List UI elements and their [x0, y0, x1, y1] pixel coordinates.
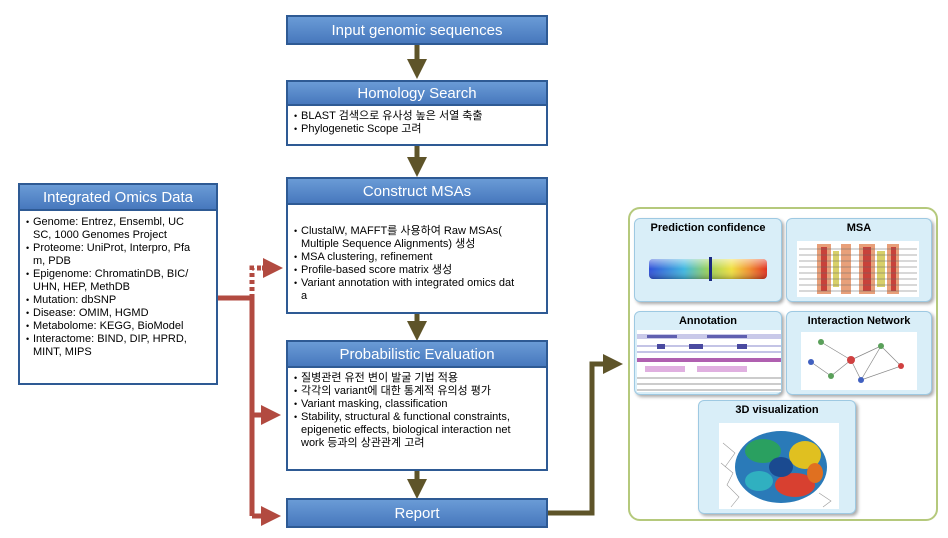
omics-header: Integrated Omics Data — [18, 183, 218, 211]
interaction-network-thumbnail — [801, 332, 917, 390]
probabilistic-evaluation-body: 질병관련 유전 변이 발굴 기법 적용 각각의 variant에 대한 통계적 … — [286, 368, 548, 471]
omics-item: Genome: Entrez, Ensembl, UC SC, 1000 Gen… — [26, 216, 210, 242]
homology-search-header: Homology Search — [286, 80, 548, 106]
omics-arrow-msa-dotted — [249, 265, 266, 298]
interaction-network-card: Interaction Network — [786, 311, 932, 395]
msa-output-card: MSA — [786, 218, 932, 302]
prediction-confidence-title: Prediction confidence — [650, 222, 766, 234]
msa-item: Profile-based score matrix 생성 — [294, 264, 540, 277]
report-box: Report — [286, 498, 548, 528]
eval-item: Stability, structural & functional const… — [294, 411, 540, 450]
msa-alignment-thumbnail — [797, 241, 919, 297]
homology-search-body: BLAST 검색으로 유사성 높은 서열 축출 Phylogenetic Sco… — [286, 106, 548, 146]
msa-item: Variant annotation with integrated omics… — [294, 277, 540, 303]
input-sequences-label: Input genomic sequences — [331, 22, 503, 39]
homology-item: Phylogenetic Scope 고려 — [294, 123, 540, 136]
eval-item: Variant masking, classification — [294, 398, 540, 411]
eval-item: 각각의 variant에 대한 통계적 유의성 평가 — [294, 385, 540, 398]
interaction-network-title: Interaction Network — [807, 315, 911, 327]
confidence-gradient-bar — [649, 257, 767, 281]
report-label: Report — [394, 505, 440, 522]
prediction-confidence-card: Prediction confidence — [634, 218, 782, 302]
annotation-tracks-thumbnail — [637, 330, 781, 392]
input-sequences-box: Input genomic sequences — [286, 15, 548, 45]
flow-arrow-report-outputs — [548, 354, 623, 516]
omics-body: Genome: Entrez, Ensembl, UC SC, 1000 Gen… — [18, 211, 218, 385]
omics-item: Metabolome: KEGG, BioModel — [26, 320, 210, 333]
homology-search-title: Homology Search — [357, 85, 477, 102]
construct-msa-title: Construct MSAs — [362, 183, 472, 200]
construct-msa-body: ClustalW, MAFFT를 사용하여 Raw MSAs( Multiple… — [286, 205, 548, 314]
omics-item: Proteome: UniProt, Interpro, Pfa m, PDB — [26, 242, 210, 268]
annotation-title: Annotation — [678, 315, 738, 327]
probabilistic-evaluation-title: Probabilistic Evaluation — [339, 346, 495, 363]
omics-item: Epigenome: ChromatinDB, BIC/ UHN, HEP, M… — [26, 268, 210, 294]
msa-item: MSA clustering, refinement — [294, 251, 540, 264]
homology-item: BLAST 검색으로 유사성 높은 서열 축출 — [294, 110, 540, 123]
3d-visualization-title: 3D visualization — [735, 404, 819, 416]
protein-structure-thumbnail — [719, 423, 839, 509]
3d-visualization-card: 3D visualization — [698, 400, 856, 514]
construct-msa-header: Construct MSAs — [286, 177, 548, 205]
eval-item: 질병관련 유전 변이 발굴 기법 적용 — [294, 372, 540, 385]
msa-output-title: MSA — [846, 222, 872, 234]
probabilistic-evaluation-header: Probabilistic Evaluation — [286, 340, 548, 368]
msa-item: ClustalW, MAFFT를 사용하여 Raw MSAs( Multiple… — [294, 225, 540, 251]
annotation-card: Annotation — [634, 311, 782, 395]
omics-item: Mutation: dbSNP — [26, 294, 210, 307]
omics-item: Interactome: BIND, DIP, HPRD, MINT, MIPS — [26, 333, 210, 359]
omics-item: Disease: OMIM, HGMD — [26, 307, 210, 320]
output-panel: Prediction confidence — [628, 207, 938, 521]
omics-title: Integrated Omics Data — [42, 189, 194, 206]
